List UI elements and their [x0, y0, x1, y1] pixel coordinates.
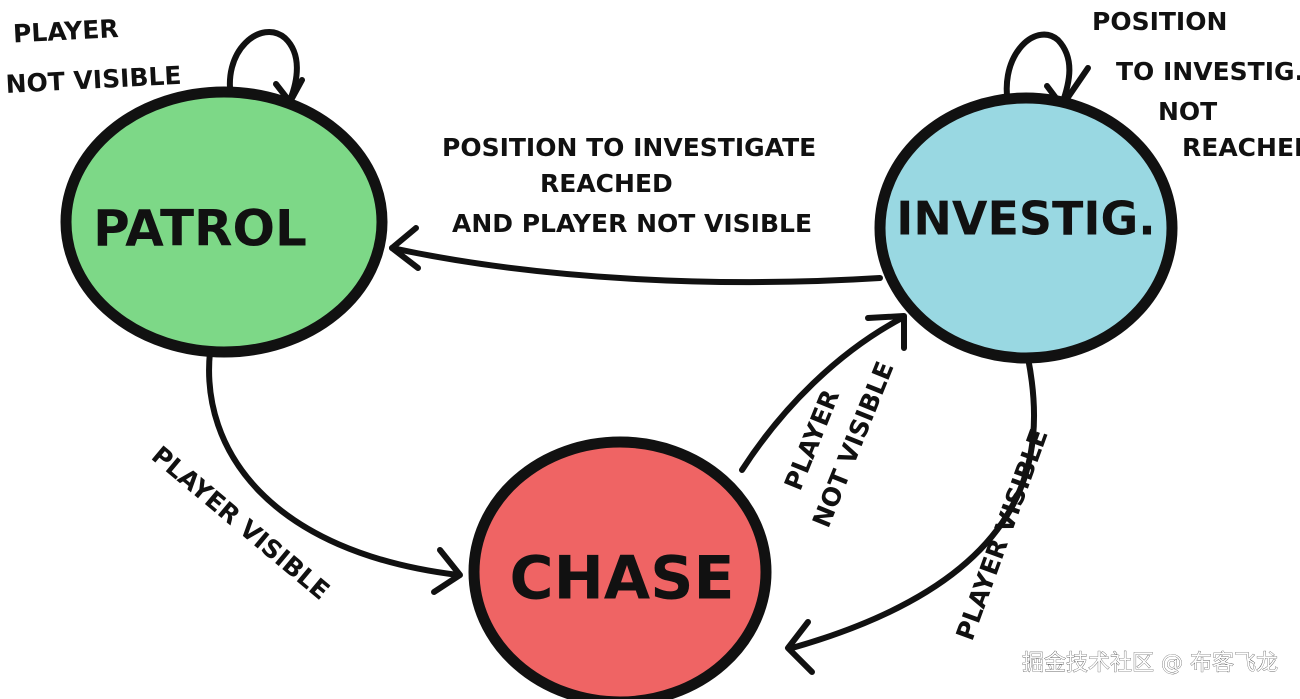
- label-investig-self-line: TO INVESTIG.: [1116, 57, 1300, 86]
- watermark-text: 掘金技术社区 @ 布客飞龙: [1022, 651, 1278, 676]
- label-investig-to-patrol-line: AND PLAYER NOT VISIBLE: [452, 209, 812, 238]
- state-patrol-label: PATROL: [93, 200, 307, 258]
- state-investig: INVESTIG.: [874, 92, 1178, 364]
- edge-patrol-self-loop: [227, 29, 300, 105]
- state-patrol: PATROL: [60, 86, 388, 358]
- label-investig-self: POSITION TO INVESTIG. NOT REACHED: [1092, 7, 1300, 162]
- edge-investig-to-patrol: [389, 245, 883, 286]
- label-investig-to-patrol-line: POSITION TO INVESTIGATE: [442, 133, 816, 162]
- arrowhead-investig-to-patrol: [389, 225, 421, 271]
- arrowhead-chase-to-investig: [865, 313, 907, 351]
- state-chase-label: CHASE: [510, 544, 735, 614]
- edge-chase-to-investig: [739, 315, 905, 473]
- arrowhead-investig-to-chase: [785, 619, 815, 675]
- label-investig-to-chase: PLAYER VISIBLE: [950, 425, 1053, 644]
- edge-patrol-to-chase: [206, 349, 461, 578]
- edge-investig-to-chase: [789, 355, 1038, 651]
- label-patrol-self-line: PLAYER: [12, 14, 119, 48]
- state-chase: CHASE: [468, 436, 772, 699]
- state-patrol-circle: [60, 86, 388, 358]
- state-investig-label: INVESTIG.: [896, 192, 1156, 246]
- state-chase-circle: [468, 436, 772, 699]
- label-investig-to-patrol: POSITION TO INVESTIGATE REACHED AND PLAY…: [442, 133, 825, 238]
- label-patrol-self: PLAYER NOT VISIBLE: [2, 11, 182, 99]
- label-investig-self-line: NOT: [1158, 97, 1217, 126]
- state-investig-circle: [874, 92, 1178, 364]
- label-chase-to-investig: PLAYER NOT VISIBLE: [770, 342, 900, 531]
- label-investig-to-patrol-line: REACHED: [540, 169, 673, 198]
- label-investig-self-line: REACHED: [1182, 133, 1300, 162]
- edge-investig-self-loop: [1003, 31, 1073, 115]
- label-patrol-self-line: NOT VISIBLE: [5, 61, 182, 99]
- arrowhead-patrol-to-chase: [431, 547, 463, 595]
- label-investig-self-line: POSITION: [1092, 7, 1227, 36]
